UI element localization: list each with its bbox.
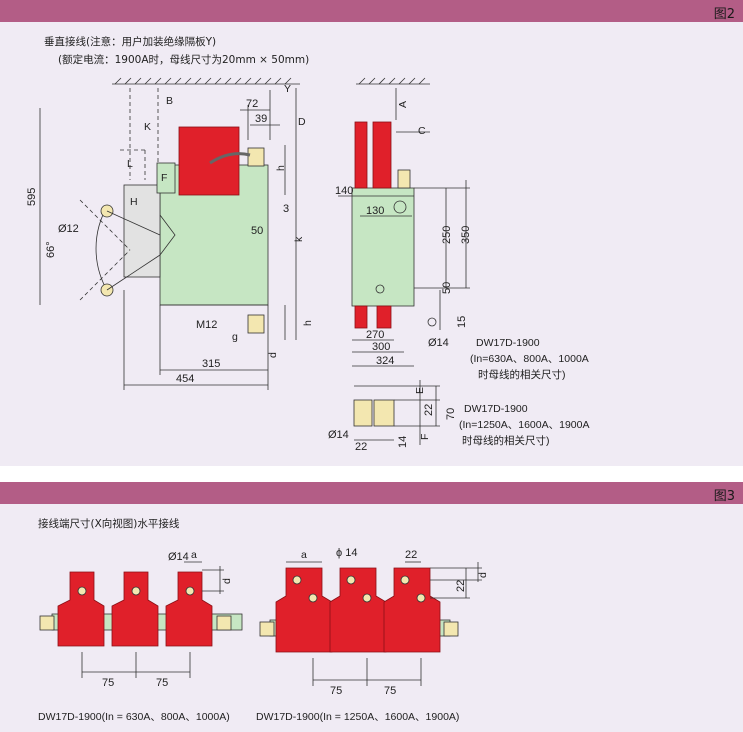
side-letter-b: B <box>166 95 173 107</box>
side-letter-k: K <box>144 121 151 133</box>
small-caption-line3: 时母线的相关尺寸) <box>462 434 550 447</box>
dim-3: 3 <box>283 203 289 215</box>
figure-2-title: 垂直接线(注意：用户加装绝缘隔板Y) <box>44 36 217 48</box>
breaker-front-panel <box>123 184 161 278</box>
front-view <box>338 77 470 367</box>
dim-39: 39 <box>255 113 267 125</box>
front-busbar-left-top <box>354 121 368 189</box>
fig3-right-assembly <box>259 561 482 686</box>
figure-2-drawing: B K L F H Y D h k h g d 72 39 3 50 315 4… <box>26 77 589 453</box>
front-view-labels: A C 140 130 250 350 50 15 270 300 324 Ø1… <box>335 101 589 381</box>
figure-3-label: 图3 <box>713 489 735 504</box>
fig3-left-bar-1 <box>57 571 105 647</box>
fig3-right-dim-75-a: 75 <box>330 685 342 697</box>
front-busbar-right-top <box>372 121 392 189</box>
dim-350: 350 <box>460 226 472 244</box>
fig3-left-dim-75-a: 75 <box>102 677 114 689</box>
fig3-right-dim-22-right: 22 <box>455 580 467 592</box>
fig3-left-assembly <box>39 561 243 678</box>
front-letter-a: A <box>397 101 409 108</box>
dim-15: 15 <box>456 316 468 328</box>
fig3-left-bar-3 <box>165 571 213 647</box>
figure-3-header: 图3 <box>0 482 743 504</box>
dim-315: 315 <box>202 358 220 370</box>
f-block <box>156 162 176 194</box>
fig3-left-labels: Ø14 a d 75 75 DW17D-1900(In = 630A、800A、… <box>38 549 233 723</box>
fig3-right-caption: DW17D-1900(In = 1250A、1600A、1900A) <box>256 711 459 723</box>
fig3-right-dim-22-top: 22 <box>405 549 417 561</box>
small-detail-labels: E F Ø14 22 22 70 14 DW17D-1900 (In=1250A… <box>328 387 589 453</box>
dim-454: 454 <box>176 373 194 385</box>
fig3-left-caption: DW17D-1900(In = 630A、800A、1000A) <box>38 711 230 723</box>
small-caption-line2: (In=1250A、1600A、1900A <box>459 419 589 431</box>
fig3-left-dim-75-b: 75 <box>156 677 168 689</box>
handle-arc <box>95 204 109 293</box>
dim-140: 140 <box>335 185 353 197</box>
side-view <box>39 77 300 390</box>
fig3-left-dim-d: d <box>221 578 233 584</box>
small-dim-22-right: 22 <box>423 404 435 416</box>
front-caption-line2: (In=630A、800A、1000A <box>470 353 589 365</box>
small-detail <box>353 380 440 445</box>
fig3-left-dim-phi-14: Ø14 <box>168 551 189 563</box>
dim-phi-14-front: Ø14 <box>428 337 449 349</box>
dim-250: 250 <box>441 226 453 244</box>
front-letter-c: C <box>418 125 426 137</box>
side-letter-h-top: h <box>275 165 287 171</box>
dim-72: 72 <box>246 98 258 110</box>
ceiling-hatch <box>114 77 292 85</box>
small-letter-f: F <box>419 434 431 440</box>
dim-270: 270 <box>366 329 384 341</box>
figure-2-panel: 图2 垂直接线(注意：用户加装绝缘隔板Y) (额定电流：1900A时，母线尺寸为… <box>0 0 743 466</box>
side-letter-g: g <box>232 331 238 343</box>
dim-m12: M12 <box>196 319 217 331</box>
small-dim-phi-14: Ø14 <box>328 429 349 441</box>
front-busbar-right-bottom <box>376 305 392 329</box>
fig3-left-bar-2 <box>111 571 159 647</box>
figure-3-drawing: Ø14 a d 75 75 DW17D-1900(In = 630A、800A、… <box>38 547 489 723</box>
fig3-right-dim-75-b: 75 <box>384 685 396 697</box>
fig3-left-dim-a: a <box>191 549 197 561</box>
small-dim-14: 14 <box>397 436 409 448</box>
fig3-right-bar-1 <box>275 567 333 653</box>
figure-3-title: 接线端尺寸(X向视图)水平接线 <box>38 518 180 530</box>
fig3-right-labels: a ϕ 14 22 d 22 75 75 DW17D-1900(In = 125… <box>256 547 489 723</box>
figure-2-header: 图2 <box>0 0 743 22</box>
dim-300: 300 <box>372 341 390 353</box>
side-letter-h: H <box>130 196 138 208</box>
side-letter-d: D <box>298 116 306 128</box>
figure-3-panel: 图3 接线端尺寸(X向视图)水平接线 Ø14 a d 7 <box>0 482 743 732</box>
fig3-right-bar-2 <box>329 567 387 653</box>
dim-130: 130 <box>366 205 384 217</box>
dim-50-front: 50 <box>441 282 453 294</box>
figure-2-note: (额定电流：1900A时，母线尺寸为20mm × 50mm) <box>58 54 310 66</box>
fig3-right-dim-phi-14: ϕ 14 <box>336 547 357 559</box>
side-letter-y: Y <box>284 83 291 95</box>
side-letter-h-bottom: h <box>302 320 314 326</box>
small-dim-70: 70 <box>445 408 457 420</box>
figure-2-label: 图2 <box>713 7 735 22</box>
fig3-right-dim-d: d <box>477 572 489 578</box>
side-letter-l: L <box>127 158 133 170</box>
dim-50-side: 50 <box>251 225 263 237</box>
small-caption-line1: DW17D-1900 <box>464 403 528 415</box>
side-letter-f: F <box>161 172 167 184</box>
small-dim-22-bottom: 22 <box>355 441 367 453</box>
front-busbar-left-bottom <box>354 305 368 329</box>
dim-phi-12: Ø12 <box>58 223 79 235</box>
dim-66-deg: 66° <box>45 241 57 258</box>
dim-595: 595 <box>26 188 38 206</box>
side-view-labels: B K L F H Y D h k h g d 72 39 3 50 315 4… <box>26 83 314 385</box>
dim-324: 324 <box>376 355 394 367</box>
front-caption-line3: 时母线的相关尺寸) <box>478 368 566 381</box>
small-letter-e: E <box>414 387 426 394</box>
side-letter-k-right: k <box>293 236 305 242</box>
upper-busbar <box>178 126 240 196</box>
fig3-right-bar-3 <box>383 567 441 653</box>
front-caption-line1: DW17D-1900 <box>476 337 540 349</box>
fig3-right-dim-a: a <box>301 549 307 561</box>
side-letter-d-bottom: d <box>267 352 279 358</box>
